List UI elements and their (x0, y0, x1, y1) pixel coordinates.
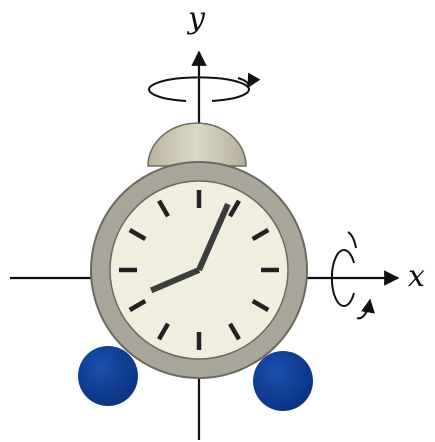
clock-foot-left (78, 346, 138, 406)
x-axis-label: x (408, 259, 425, 294)
y-axis-label: y (186, 1, 206, 36)
x-rotation-arrow (332, 232, 370, 318)
clock-foot-right (253, 351, 313, 411)
clock-bell (148, 123, 246, 166)
